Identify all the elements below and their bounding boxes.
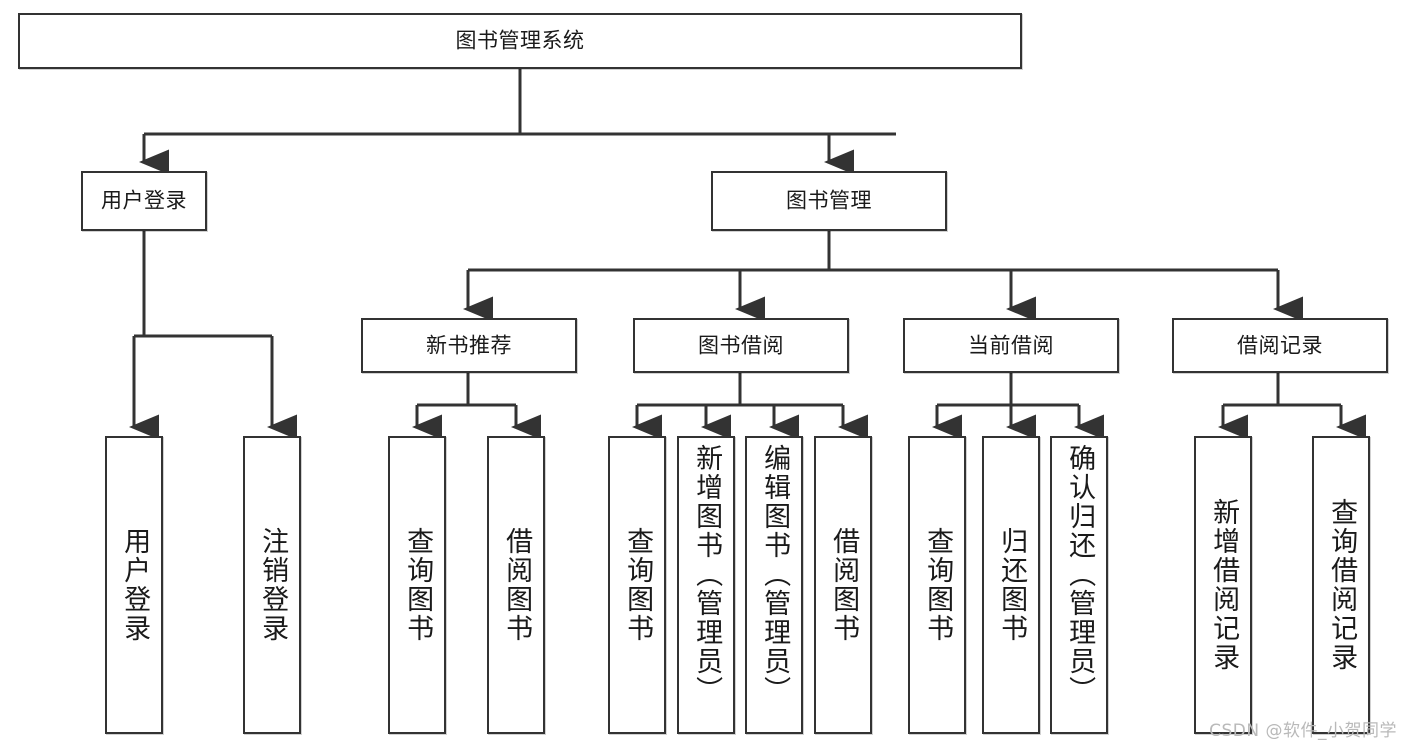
leaf-query-book-current-label: 查询图书 [922, 527, 954, 643]
leaf-borrow-book[interactable]: 借阅图书 [814, 436, 872, 734]
leaf-add-borrow-record[interactable]: 新增借阅记录 [1194, 436, 1252, 734]
node-user-login[interactable]: 用户登录 [81, 171, 207, 231]
leaf-user-login[interactable]: 用户登录 [105, 436, 163, 734]
leaf-edit-book-admin-label: 编辑图书（管理员） [759, 444, 791, 705]
node-user-login-label: 用户登录 [101, 188, 187, 213]
leaf-user-logout[interactable]: 注销登录 [243, 436, 301, 734]
node-new-book-recommend[interactable]: 新书推荐 [361, 318, 577, 373]
node-borrow-record[interactable]: 借阅记录 [1172, 318, 1388, 373]
leaf-confirm-return-admin[interactable]: 确认归还（管理员） [1050, 436, 1108, 734]
node-new-book-recommend-label: 新书推荐 [426, 332, 512, 357]
leaf-query-book-current[interactable]: 查询图书 [908, 436, 966, 734]
leaf-add-book-admin-label: 新增图书（管理员） [691, 444, 723, 705]
node-current-borrow[interactable]: 当前借阅 [903, 318, 1119, 373]
node-root[interactable]: 图书管理系统 [18, 13, 1022, 69]
leaf-borrow-book-recommend[interactable]: 借阅图书 [487, 436, 545, 734]
leaf-query-book-recommend[interactable]: 查询图书 [388, 436, 446, 734]
leaf-query-book-borrow[interactable]: 查询图书 [608, 436, 666, 734]
leaf-query-borrow-record[interactable]: 查询借阅记录 [1312, 436, 1370, 734]
node-borrow-record-label: 借阅记录 [1237, 332, 1323, 357]
leaf-return-book-label: 归还图书 [996, 527, 1028, 643]
node-book-borrow-label: 图书借阅 [698, 332, 784, 357]
leaf-query-book-borrow-label: 查询图书 [622, 527, 654, 643]
node-book-management-label: 图书管理 [786, 188, 872, 213]
leaf-borrow-book-recommend-label: 借阅图书 [501, 527, 533, 643]
leaf-confirm-return-admin-label: 确认归还（管理员） [1064, 444, 1096, 705]
leaf-edit-book-admin[interactable]: 编辑图书（管理员） [745, 436, 803, 734]
leaf-return-book[interactable]: 归还图书 [982, 436, 1040, 734]
node-book-management[interactable]: 图书管理 [711, 171, 947, 231]
leaf-add-borrow-record-label: 新增借阅记录 [1208, 498, 1240, 672]
node-root-label: 图书管理系统 [455, 28, 585, 53]
leaf-add-book-admin[interactable]: 新增图书（管理员） [677, 436, 735, 734]
leaf-user-logout-label: 注销登录 [257, 527, 289, 643]
leaf-query-borrow-record-label: 查询借阅记录 [1326, 498, 1358, 672]
node-current-borrow-label: 当前借阅 [968, 332, 1054, 357]
leaf-user-login-label: 用户登录 [119, 527, 151, 643]
leaf-query-book-recommend-label: 查询图书 [402, 527, 434, 643]
node-book-borrow[interactable]: 图书借阅 [633, 318, 849, 373]
leaf-borrow-book-label: 借阅图书 [828, 527, 860, 643]
